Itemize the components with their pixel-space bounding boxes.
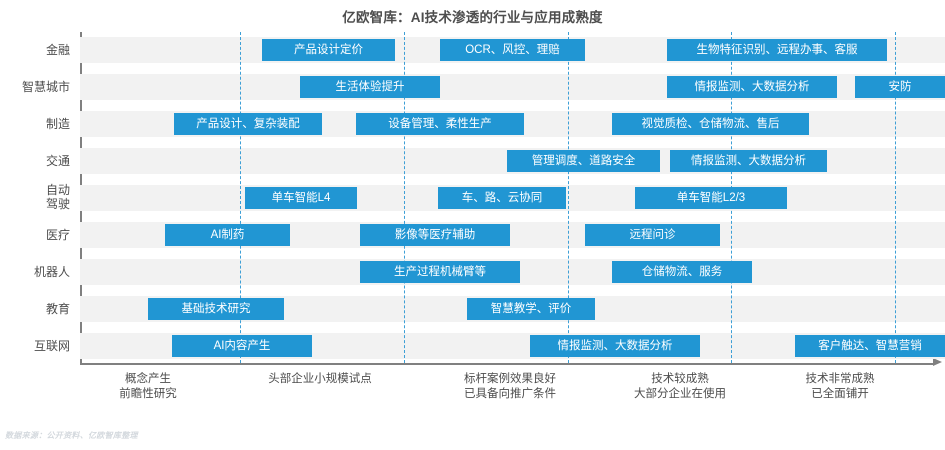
bar-机器人-2[interactable]: 仓储物流、服务 <box>612 261 752 283</box>
bar-交通-2[interactable]: 情报监测、大数据分析 <box>670 150 827 172</box>
bar-自动驾驶-1[interactable]: 单车智能L4 <box>245 187 357 209</box>
bar-智慧城市-3[interactable]: 安防 <box>855 76 945 98</box>
x-label-line: 已具备向推广条件 <box>464 388 556 400</box>
x-label-line: 头部企业小规模试点 <box>268 373 372 385</box>
bar-自动驾驶-2[interactable]: 车、路、云协同 <box>438 187 566 209</box>
bar-制造-2[interactable]: 设备管理、柔性生产 <box>356 113 524 135</box>
y-label-line: 交通 <box>45 154 70 168</box>
y-label-line: 教育 <box>45 302 70 316</box>
y-label-line: 医疗 <box>45 228 70 242</box>
y-axis-label-制造: 制造 <box>0 117 70 131</box>
y-label-line: 互联网 <box>33 339 70 353</box>
bar-自动驾驶-3[interactable]: 单车智能L2/3 <box>635 187 787 209</box>
y-label-line: 驾驶 <box>45 197 70 211</box>
y-axis-label-互联网: 互联网 <box>0 339 70 353</box>
bar-医疗-1[interactable]: AI制药 <box>165 224 290 246</box>
bar-互联网-3[interactable]: 客户触达、智慧营销 <box>795 335 945 357</box>
bar-教育-2[interactable]: 智慧教学、评价 <box>467 298 595 320</box>
x-axis-stage-label-1: 概念产生前瞻性研究 <box>38 372 258 402</box>
y-axis-label-智慧城市: 智慧城市 <box>0 80 70 94</box>
bar-智慧城市-1[interactable]: 生活体验提升 <box>300 76 440 98</box>
bar-制造-1[interactable]: 产品设计、复杂装配 <box>174 113 322 135</box>
y-label-line: 金融 <box>45 43 70 57</box>
y-axis-label-医疗: 医疗 <box>0 228 70 242</box>
x-label-line: 概念产生 <box>125 373 171 385</box>
gridline-stage-3 <box>568 32 569 363</box>
x-label-line: 标杆案例效果良好 <box>464 373 556 385</box>
y-axis-label-教育: 教育 <box>0 302 70 316</box>
source-note: 数据来源：公开资料、亿欧智库整理 <box>5 431 138 440</box>
x-axis-stage-label-4: 技术较成熟大部分企业在使用 <box>570 372 790 402</box>
y-label-line: 自动 <box>45 183 70 197</box>
bar-互联网-1[interactable]: AI内容产生 <box>172 335 312 357</box>
gridline-stage-2 <box>404 32 405 363</box>
y-axis-label-自动驾驶: 自动驾驶 <box>0 183 70 211</box>
bar-教育-1[interactable]: 基础技术研究 <box>148 298 284 320</box>
y-label-line: 制造 <box>45 117 70 131</box>
y-label-line: 智慧城市 <box>21 80 70 94</box>
bar-金融-3[interactable]: 生物特征识别、远程办事、客服 <box>667 39 887 61</box>
bar-金融-2[interactable]: OCR、风控、理赔 <box>440 39 585 61</box>
x-axis-stage-label-2: 头部企业小规模试点 <box>210 372 430 387</box>
x-label-line: 前瞻性研究 <box>119 388 177 400</box>
gridline-stage-5 <box>895 32 896 363</box>
bar-交通-1[interactable]: 管理调度、道路安全 <box>507 150 660 172</box>
x-label-line: 大部分企业在使用 <box>634 388 726 400</box>
bar-金融-1[interactable]: 产品设计定价 <box>262 39 395 61</box>
y-label-line: 机器人 <box>33 265 70 279</box>
x-axis-arrow-icon <box>933 358 942 366</box>
page-title: 亿欧智库：AI技术渗透的行业与应用成熟度 <box>342 10 603 25</box>
x-axis-stage-label-5: 技术非常成熟已全面铺开 <box>730 372 945 402</box>
bar-互联网-2[interactable]: 情报监测、大数据分析 <box>530 335 700 357</box>
bar-制造-3[interactable]: 视觉质检、仓储物流、售后 <box>612 113 809 135</box>
x-label-line: 已全面铺开 <box>811 388 869 400</box>
x-axis-stage-label-3: 标杆案例效果良好已具备向推广条件 <box>400 372 620 402</box>
bar-医疗-2[interactable]: 影像等医疗辅助 <box>360 224 510 246</box>
bar-医疗-3[interactable]: 远程问诊 <box>585 224 720 246</box>
y-axis-label-金融: 金融 <box>0 43 70 57</box>
bar-机器人-1[interactable]: 生产过程机械臂等 <box>360 261 520 283</box>
y-axis-label-机器人: 机器人 <box>0 265 70 279</box>
bar-智慧城市-2[interactable]: 情报监测、大数据分析 <box>667 76 837 98</box>
x-label-line: 技术非常成熟 <box>805 373 875 385</box>
gridline-stage-1 <box>240 32 241 363</box>
x-label-line: 技术较成熟 <box>651 373 709 385</box>
x-axis-line <box>80 363 935 365</box>
y-axis-label-交通: 交通 <box>0 154 70 168</box>
